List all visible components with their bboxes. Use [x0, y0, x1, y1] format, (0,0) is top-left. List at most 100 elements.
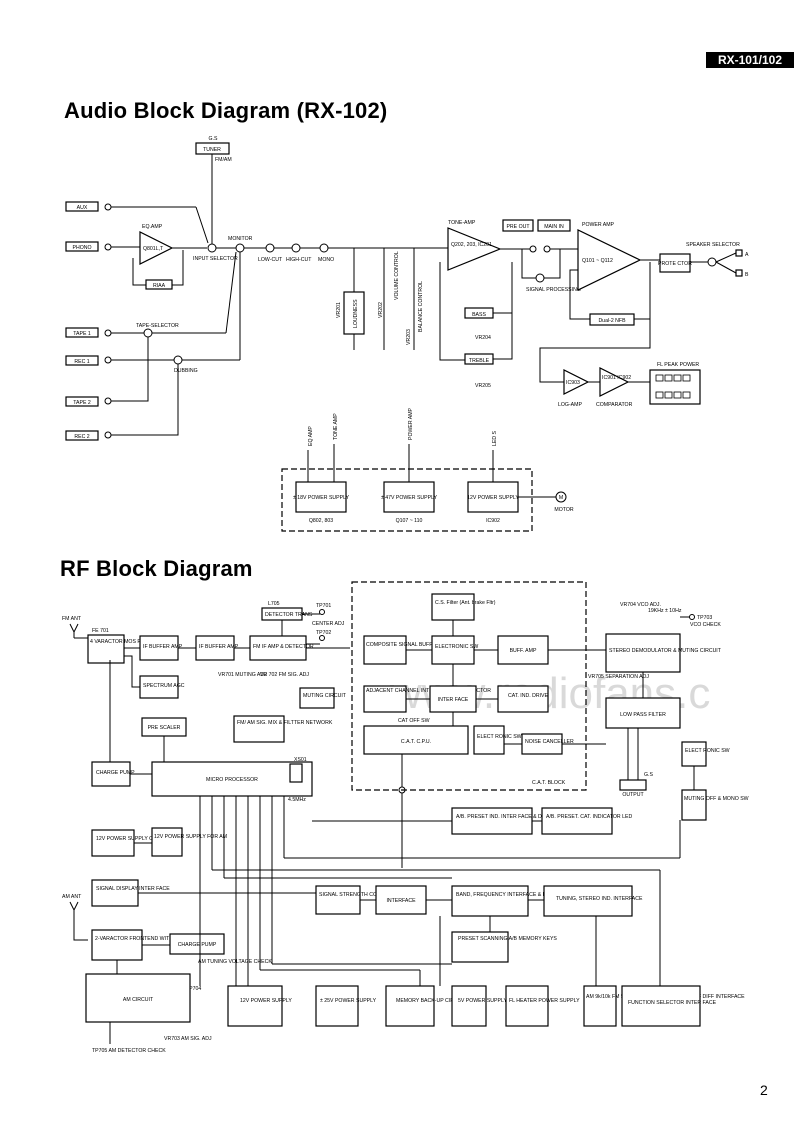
- treble-label: TREBLE: [469, 358, 490, 364]
- muting-sw-label: MUTING OFF & MONO SW: [684, 796, 749, 802]
- ps25-label: ± 25V POWER SUPPLY: [320, 998, 377, 1004]
- ps47-label: ± 47V POWER SUPPLY: [381, 495, 438, 501]
- ic903-label: IC903: [566, 380, 580, 386]
- ab-preset-led-block: [541, 807, 613, 835]
- micro-label: MICRO PROCESSOR: [206, 777, 258, 783]
- speaker-b-label: B: [745, 272, 749, 278]
- vr702-label: VR 702 FM SIG. ADJ: [260, 672, 309, 678]
- cat-block-group: [351, 581, 587, 791]
- sig-str-label: SIGNAL STRENGTH COMPARATOR: [319, 892, 406, 898]
- riaa-label: RIAA: [153, 283, 166, 289]
- motor-label: MOTOR: [554, 507, 573, 513]
- stereo-dem-label: STEREO DEMODULATOR & MUTING CIRCUIT: [609, 648, 722, 654]
- interface2-label: INTERFACE: [386, 898, 416, 904]
- power-amp-supply-label: POWER AMP: [408, 407, 414, 440]
- signal-processing-switch: [535, 273, 545, 283]
- ps12-am-block: [151, 827, 183, 857]
- band-freq-label: BAND, FREQUENCY INTERFACE & DISPLAY: [456, 892, 565, 898]
- tuner-label: TUNER: [203, 147, 221, 153]
- vr201-label: VR201: [336, 302, 342, 318]
- monitor-label: MONITOR: [228, 236, 253, 242]
- sig-disp-label: SIGNAL DISPLAY INTER FACE: [96, 886, 170, 892]
- vr703-label: VR703 AM SIG. ADJ: [164, 1036, 212, 1042]
- rec2-output: [65, 430, 99, 441]
- stereo-demodulator-block: [605, 633, 681, 673]
- if-buffer-amp-2: [195, 635, 235, 661]
- if-buffer1-label: IF BUFFER AMP: [143, 644, 183, 650]
- am-tuning-label: AM TUNING VOLTAGE CHECK: [198, 959, 272, 965]
- high-cut-switch: [291, 243, 301, 253]
- rec1-output: [65, 355, 99, 366]
- comparator-triangle: [599, 367, 630, 397]
- vr705-label: VR705 SEPARATION ADJ: [588, 674, 649, 680]
- elect-sw-block: [473, 725, 505, 755]
- tone-amp-supply-label: TONE AMP: [333, 413, 339, 440]
- low-cut-label: LOW-CUT: [258, 257, 283, 263]
- ps12-am-label: 12V POWER SUPPLY FOR AM: [154, 834, 227, 840]
- tp702-label: TP702: [316, 630, 331, 636]
- signal-display-block: [91, 879, 139, 907]
- tuning-label: TUNING, STEREO IND. INTERFACE: [556, 896, 643, 902]
- dual-nfb-label: Dual-2 NFB: [598, 318, 626, 324]
- fl-heater-label: FL HEATER POWER SUPPLY: [509, 998, 580, 1004]
- varactor-frontend-am-block: [91, 929, 143, 961]
- phono-jack: [104, 243, 112, 251]
- main-in-label: MAIN IN: [544, 224, 564, 230]
- led-supply-label: LED S: [492, 430, 498, 446]
- tape1-input: [65, 327, 99, 338]
- motor-symbol: [555, 491, 567, 503]
- ps12-block: [467, 481, 519, 513]
- protector-block: [659, 253, 691, 273]
- volume-label: VOLUME CONTROL: [394, 251, 400, 300]
- vr704-label: VR704 VCO ADJ.: [620, 602, 661, 608]
- dubbing-label: DUBBING: [174, 368, 198, 374]
- aux-jack: [104, 203, 112, 211]
- band-frequency-block: [451, 885, 529, 917]
- rec1-label: REC 1: [74, 359, 89, 365]
- muting-sw-block: [681, 789, 707, 821]
- ps12-ctrl-label: 12V POWER SUPPLY CONTROL: [96, 836, 175, 842]
- prescaler-label: PRE SCALER: [148, 725, 181, 731]
- tape2-label: TAPE 2: [73, 400, 91, 406]
- page-number: 2: [760, 1082, 768, 1098]
- output-label: OUTPUT: [622, 792, 644, 798]
- high-cut-label: HIGH-CUT: [286, 257, 312, 263]
- main-in-block: [537, 219, 571, 232]
- signal-strength-block: [315, 885, 361, 915]
- electronic-sw-label: ELECTRONIC SW: [435, 644, 478, 650]
- cs-filter-label: C.S. Filter (Ant. brake Fltr): [435, 600, 496, 606]
- vr203-label: VR203: [406, 329, 412, 345]
- balance-label: BALANCE CONTROL: [418, 281, 424, 332]
- charge-pump1-label: CHARGE PUMP: [96, 770, 135, 776]
- memory-backup-block: [385, 985, 435, 1027]
- bus-lines: [199, 796, 681, 986]
- loudness-label: LOUDNESS: [353, 299, 359, 328]
- composite-buff-block: [363, 635, 407, 665]
- ps12-rf-block: [227, 985, 283, 1027]
- ps5-block: [451, 985, 487, 1027]
- eq-amp-supply-label: EQ AMP: [308, 426, 314, 446]
- bass-label: BASS: [472, 312, 486, 318]
- tape1-label: TAPE 1: [73, 331, 91, 337]
- phono-label: PHONO: [72, 245, 91, 251]
- cat-cpu-block: [363, 725, 469, 755]
- gs-label: G.S: [209, 136, 218, 142]
- ps12-control-block: [91, 829, 135, 857]
- audio-block-diagram: G.S TUNER FM/AM AUX PHONO EQ.AMP Q801L,T…: [65, 136, 749, 532]
- elect-sw2-block: [681, 741, 707, 767]
- crystal-xs01: [289, 763, 303, 783]
- output-terminal: [619, 779, 647, 791]
- cat-block-label: C.A.T. BLOCK: [532, 780, 566, 786]
- function-sel-label: FUNCTION SELECTOR INTER FACE: [628, 1000, 717, 1006]
- lpf-label: LOW PASS FILTER: [620, 712, 666, 718]
- electronic-sw-block: [431, 635, 475, 665]
- adjacent-label: ADJACENT CHANNEL INTERFERENCE DETECTOR: [366, 688, 491, 694]
- elect-sw2-label: ELECT RONIC SW: [685, 748, 730, 754]
- fl-peak-label: FL PEAK POWER: [657, 362, 699, 368]
- signal-processing-label: SIGNAL PROCESSING: [526, 287, 581, 293]
- am-circuit-block: [85, 973, 191, 1023]
- tuning-stereo-block: [543, 885, 633, 917]
- interface1-label: INTER FACE: [438, 697, 469, 703]
- vr205-label: VR205: [475, 383, 491, 389]
- speaker-a-label: A: [745, 252, 749, 258]
